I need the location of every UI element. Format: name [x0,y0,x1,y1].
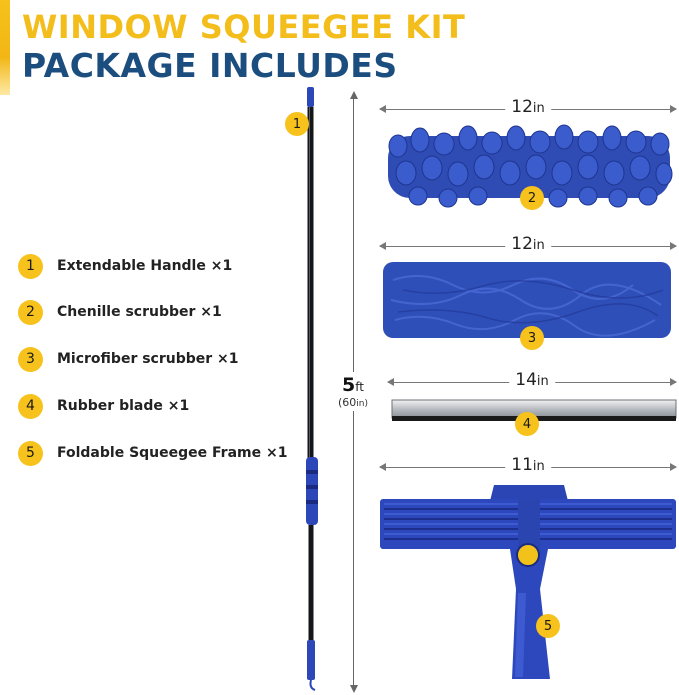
legend-item: 4 Rubber blade ×1 [18,392,189,420]
chenille-width-dimension: 12in [379,97,677,117]
microfiber-scrubber-image [383,262,671,338]
number-badge: 2 [18,299,43,325]
frame-width-dimension: 11in [379,455,677,475]
number-badge: 5 [18,440,43,466]
photo-badge-frame: 5 [536,614,560,638]
squeegee-frame-image [380,485,676,679]
page-title: WINDOW SQUEEGEE KIT [22,8,466,46]
legend-item: 2 Chenille scrubber ×1 [18,298,222,326]
number-badge: 4 [18,393,43,419]
legend-label: Extendable Handle ×1 [57,258,233,274]
microfiber-width-dimension: 12in [379,234,677,254]
blade-width-dimension: 14in [387,370,677,390]
legend-label: Microfiber scrubber ×1 [57,351,239,367]
chenille-scrubber-image [388,124,673,208]
legend-item: 5 Foldable Squeegee Frame ×1 [18,439,287,467]
photo-badge-blade: 4 [515,412,539,436]
handle-length-label: 5ft (60in) [328,372,378,411]
legend-label: Rubber blade ×1 [57,398,190,414]
legend-label: Chenille scrubber ×1 [57,304,222,320]
photo-badge-microfiber: 3 [520,326,544,350]
page-subtitle: PACKAGE INCLUDES [22,46,398,85]
number-badge: 3 [18,346,43,372]
legend-item: 3 Microfiber scrubber ×1 [18,345,239,373]
extendable-handle-image [306,87,318,691]
legend-label: Foldable Squeegee Frame ×1 [57,445,288,461]
legend-item: 1 Extendable Handle ×1 [18,252,232,280]
photo-badge-chenille: 2 [520,186,544,210]
corner-decoration [0,0,10,95]
photo-badge-handle: 1 [285,112,309,136]
number-badge: 1 [18,253,43,279]
